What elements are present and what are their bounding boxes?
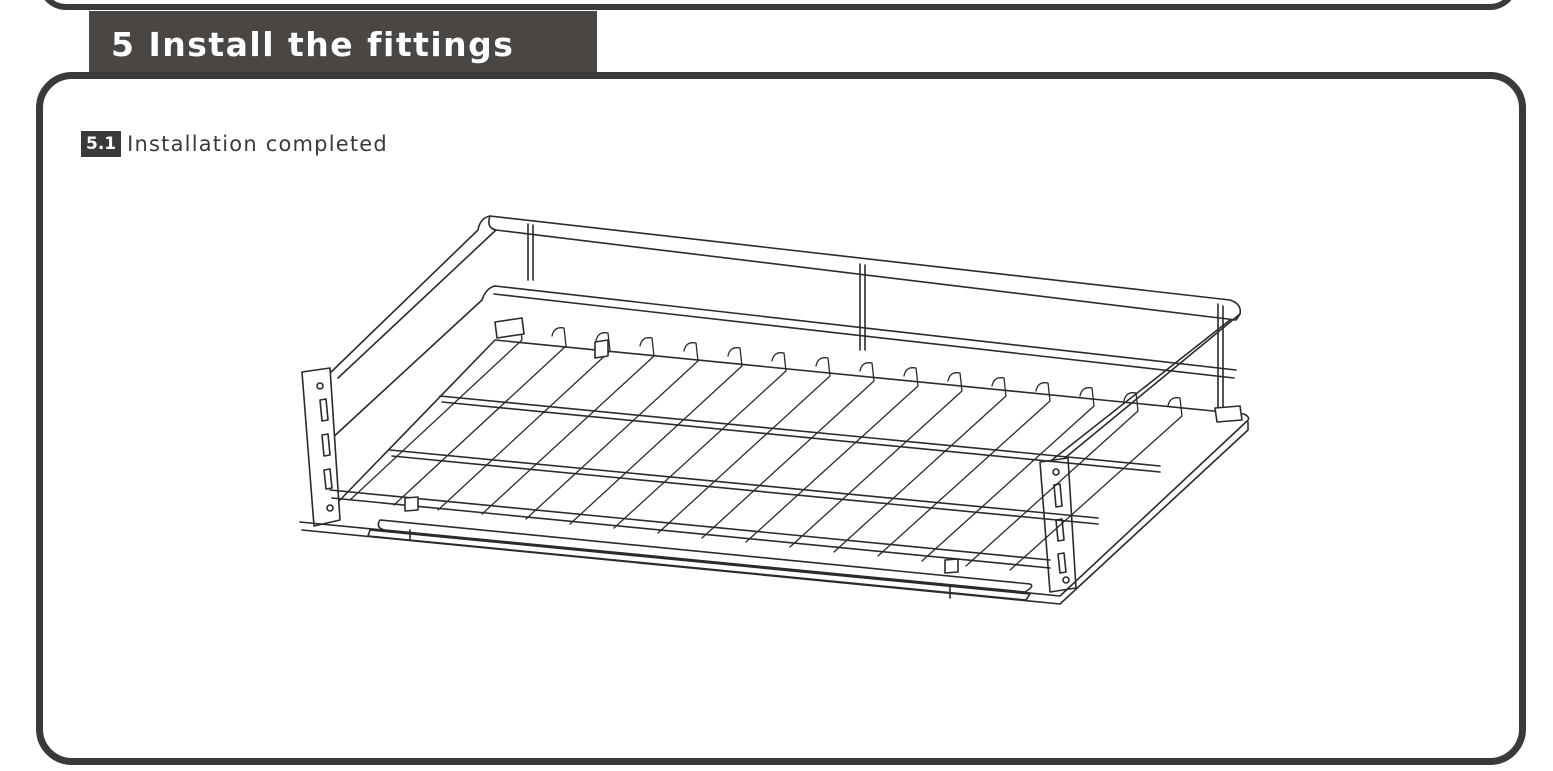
left-end-bracket bbox=[301, 367, 341, 527]
step-label: Installation completed bbox=[127, 132, 388, 156]
step-number-badge: 5.1 bbox=[81, 131, 122, 157]
content-panel bbox=[36, 72, 1526, 765]
right-top-rail bbox=[1051, 313, 1241, 463]
wire-basket-drawing bbox=[299, 215, 1250, 605]
section-header: 5 Install the fittings bbox=[89, 11, 597, 77]
back-top-rail bbox=[488, 215, 1242, 321]
front-rail bbox=[329, 489, 1051, 569]
right-end-bracket bbox=[1039, 457, 1077, 593]
left-top-rail bbox=[327, 215, 491, 376]
section-title: 5 Install the fittings bbox=[111, 24, 515, 64]
step-heading: 5.1 Installation completed bbox=[81, 131, 388, 157]
top-frame-border bbox=[38, 0, 1518, 10]
base-tray bbox=[299, 339, 1250, 597]
